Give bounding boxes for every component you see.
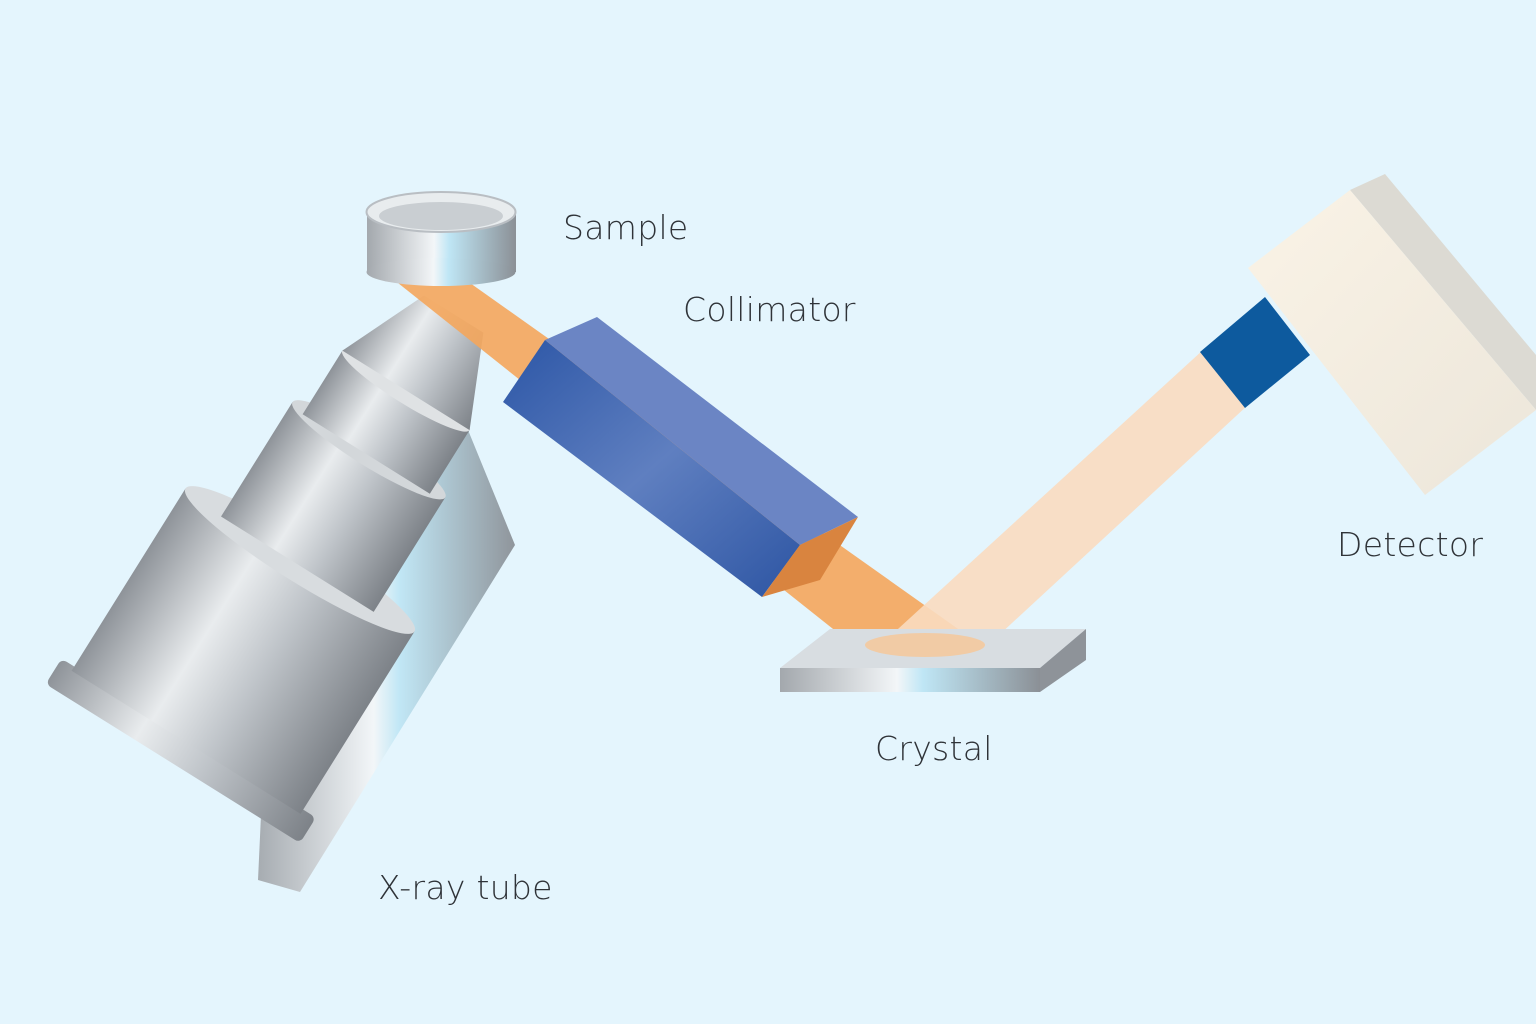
label-xray-tube: X-ray tube <box>378 868 553 907</box>
label-crystal: Crystal <box>875 729 993 768</box>
label-sample: Sample <box>563 208 689 247</box>
sample-holder <box>365 191 517 286</box>
crystal <box>780 629 1086 692</box>
diffracted-beam <box>875 350 1248 650</box>
xray-tube <box>47 295 484 841</box>
label-collimator: Collimator <box>683 290 856 329</box>
label-detector: Detector <box>1337 525 1484 564</box>
collimator <box>503 317 858 597</box>
detector <box>1200 174 1536 495</box>
